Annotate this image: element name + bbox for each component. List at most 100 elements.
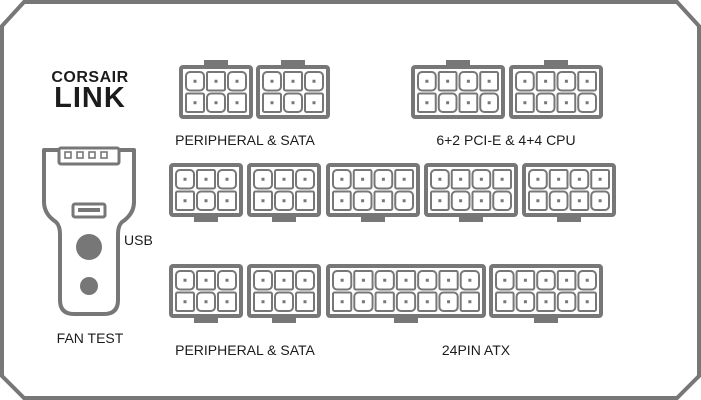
label-peripheral-sata-top: PERIPHERAL & SATA [175,132,315,148]
socket-pin-contact [225,199,229,203]
socket-pin-contact [193,79,197,83]
socket-pcie-cpu-top-2 [509,60,603,119]
socket-middle-5-latch [557,214,581,222]
socket-peripheral-sata-top-2 [256,60,330,119]
socket-pin-contact [565,278,569,282]
socket-pin-contact [282,177,286,181]
socket-pin-contact [291,101,295,105]
socket-pin-contact [425,278,429,282]
label-peripheral-sata-bottom: PERIPHERAL & SATA [175,342,315,358]
socket-pin-contact [503,278,507,282]
socket-pin-contact [544,79,548,83]
socket-pin-contact [598,199,602,203]
socket-middle-2-latch [272,214,296,222]
socket-pin-contact [438,199,442,203]
socket-pin-contact [479,177,483,181]
socket-pin-contact [261,199,265,203]
socket-middle-4 [424,163,518,222]
socket-pin-contact [425,79,429,83]
socket-pin-contact [447,300,451,304]
socket-pin-contact [536,199,540,203]
socket-pin-contact [383,300,387,304]
socket-pin-contact [193,101,197,105]
socket-pin-contact [468,278,472,282]
socket-24pin-atx-side-latch [534,315,558,323]
socket-pin-contact [361,278,365,282]
socket-pin-contact [204,300,208,304]
socket-middle-1 [169,163,243,222]
socket-pin-contact [183,300,187,304]
socket-pin-contact [544,300,548,304]
socket-pin-contact [425,300,429,304]
brand-logo-corsair: CORSAIR [51,69,128,86]
socket-peripheral-sata-bottom-2-latch [272,315,296,323]
socket-pin-contact [214,101,218,105]
socket-pin-contact [225,278,229,282]
socket-pin-contact [523,79,527,83]
socket-pin-contact [225,300,229,304]
fan-test-button[interactable] [80,277,98,295]
socket-pin-contact [381,177,385,181]
socket-pin-contact [459,199,463,203]
label-pcie-cpu: 6+2 PCI-E & 4+4 CPU [436,132,575,148]
socket-pcie-cpu-top-2-latch [544,60,568,68]
socket-pin-contact [204,199,208,203]
socket-pin-contact [402,199,406,203]
modular-sockets [169,60,616,323]
socket-middle-5 [522,163,616,222]
socket-pin-contact [282,278,286,282]
socket-24pin-atx-side [489,264,603,323]
socket-pin-contact [577,177,581,181]
socket-pin-contact [544,101,548,105]
socket-pin-contact [303,199,307,203]
socket-pin-contact [340,177,344,181]
fan-test-label: FAN TEST [57,330,124,346]
socket-pin-contact [340,278,344,282]
socket-pin-contact [282,199,286,203]
socket-pin-contact [523,278,527,282]
socket-middle-3-latch [361,214,385,222]
socket-pin-contact [340,199,344,203]
socket-pin-contact [459,177,463,181]
socket-pcie-cpu-top-1 [411,60,505,119]
socket-pin-contact [479,199,483,203]
socket-pin-contact [303,177,307,181]
link-module [42,146,136,316]
socket-pin-contact [565,300,569,304]
socket-pin-contact [446,101,450,105]
socket-pin-contact [446,79,450,83]
socket-pin-contact [438,177,442,181]
socket-pin-contact [225,177,229,181]
socket-pin-contact [564,101,568,105]
usb-button[interactable] [76,234,102,260]
socket-pin-contact [468,300,472,304]
brand-logo-link: LINK [54,82,126,114]
socket-pin-contact [361,300,365,304]
socket-pin-contact [261,177,265,181]
socket-pin-contact [487,101,491,105]
socket-pin-contact [282,300,286,304]
socket-middle-2 [247,163,321,222]
socket-pin-contact [598,177,602,181]
socket-pin-contact [557,177,561,181]
socket-pin-contact [585,79,589,83]
socket-pin-contact [361,177,365,181]
socket-pin-contact [204,177,208,181]
socket-peripheral-sata-bottom-1-latch [194,315,218,323]
socket-pin-contact [183,199,187,203]
socket-pin-contact [466,79,470,83]
socket-24pin-atx-main-latch [394,315,418,323]
socket-pin-contact [381,199,385,203]
socket-pin-contact [235,101,239,105]
socket-peripheral-sata-top-2-latch [281,60,305,68]
socket-peripheral-sata-bottom-2 [247,264,321,323]
socket-pin-contact [183,278,187,282]
socket-pin-contact [466,101,470,105]
usb-label: USB [124,232,153,248]
socket-peripheral-sata-top-1 [179,60,253,119]
socket-middle-4-latch [459,214,483,222]
socket-middle-3 [326,163,420,222]
socket-pin-contact [404,300,408,304]
socket-pin-contact [564,79,568,83]
